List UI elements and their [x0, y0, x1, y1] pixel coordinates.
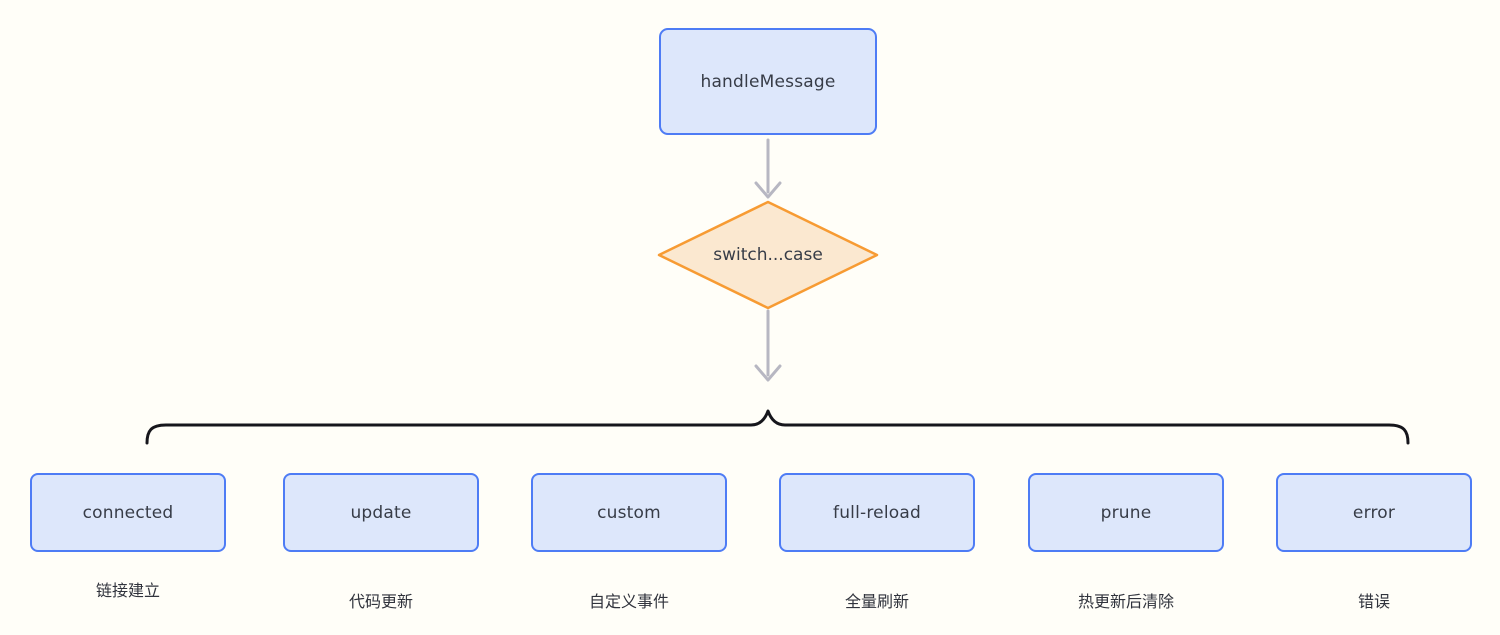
decision-diamond-shape: [657, 200, 879, 310]
caption-update: 代码更新: [348, 592, 413, 611]
arrow-root-to-decision: [754, 138, 782, 199]
node-error-label: error: [1352, 502, 1396, 523]
branch-brace: [145, 409, 1410, 445]
decision-switch-case-label: switch...case: [713, 245, 823, 265]
node-full-reload-label: full-reload: [833, 502, 921, 523]
caption-full-reload: 全量刷新: [844, 592, 909, 611]
node-update: update: [283, 473, 479, 552]
node-connected: connected: [30, 473, 226, 552]
node-prune-label: prune: [1100, 502, 1152, 523]
caption-error: 错误: [1357, 592, 1390, 611]
node-full-reload: full-reload: [779, 473, 975, 552]
node-handle-message-label: handleMessage: [700, 71, 836, 92]
node-custom-label: custom: [597, 502, 661, 523]
node-prune: prune: [1028, 473, 1224, 552]
node-update-label: update: [350, 502, 412, 523]
arrow-decision-to-branches: [754, 309, 782, 382]
node-handle-message: handleMessage: [659, 28, 877, 135]
caption-prune: 热更新后清除: [1077, 592, 1174, 611]
caption-custom: 自定义事件: [588, 592, 669, 611]
node-error: error: [1276, 473, 1472, 552]
node-connected-label: connected: [82, 502, 174, 523]
caption-connected: 链接建立: [95, 581, 160, 600]
node-custom: custom: [531, 473, 727, 552]
